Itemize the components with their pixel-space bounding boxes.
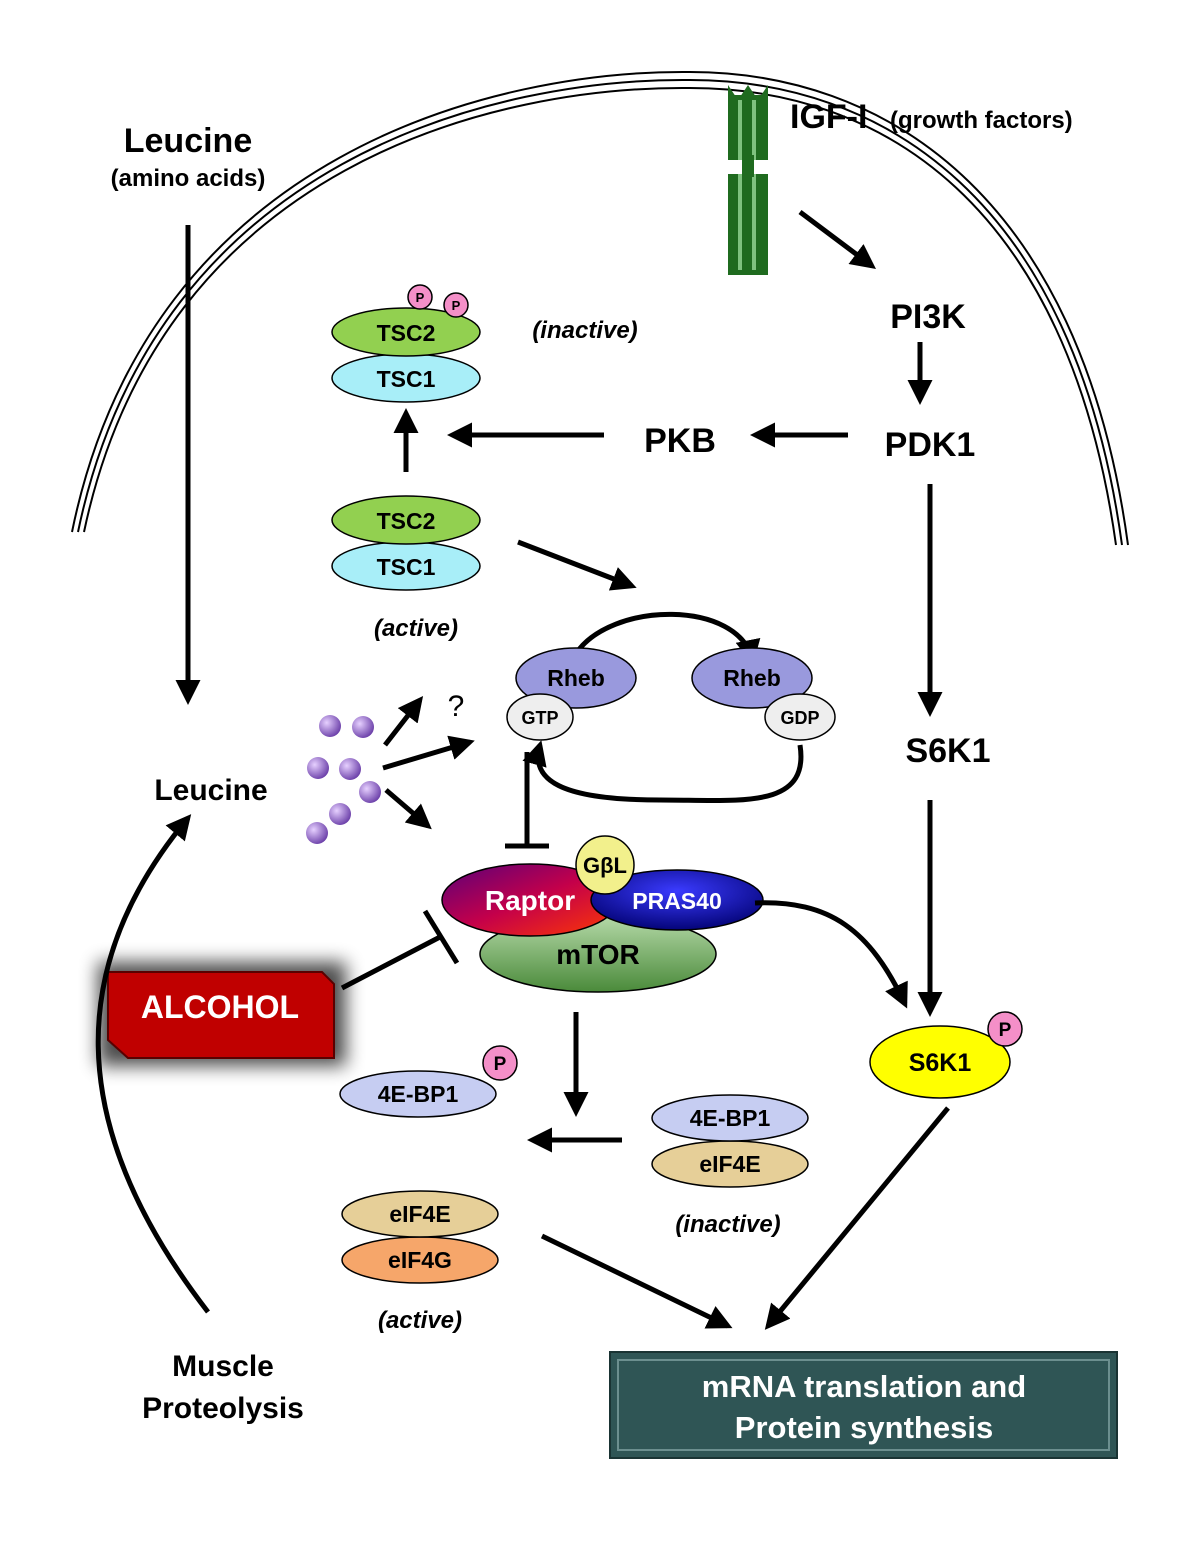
tsc2-active-text: TSC2 <box>377 508 436 534</box>
rheb-gtp-oval <box>515 647 637 709</box>
tsc2-inactive-text: TSC2 <box>377 320 436 346</box>
cell-membrane <box>71 70 1129 546</box>
inhibition-rheb-mtor <box>505 752 549 849</box>
leucine-ball <box>319 715 341 737</box>
gdp-text: GDP <box>780 708 819 728</box>
proteolysis-label: Proteolysis <box>142 1392 304 1425</box>
arrow-proteolysis-leucine <box>95 814 210 1314</box>
tsc2-inactive-oval <box>331 307 481 357</box>
leucine-ball <box>339 758 361 780</box>
arrow-eif-output <box>540 1233 733 1329</box>
gtp-text: GTP <box>521 708 558 728</box>
output-line1: mRNA translation and <box>702 1369 1026 1404</box>
leucine-mid-label: Leucine <box>154 774 267 807</box>
gbl-oval <box>575 835 635 895</box>
alcohol-text: ALCOHOL <box>141 989 299 1025</box>
leucine-molecules <box>306 715 381 844</box>
arrow-tsc-rheb <box>517 539 637 591</box>
s6k1-p-oval <box>869 1025 1011 1099</box>
growth-factors-label: (growth factors) <box>890 107 1073 134</box>
inhibition-alcohol-mtor <box>340 909 460 991</box>
pi3k-label: PI3K <box>890 298 966 336</box>
alcohol-box: ALCOHOL <box>98 962 346 1066</box>
output-box: mRNA translation and Protein synthesis <box>609 1351 1118 1459</box>
tsc-inactive-label: (inactive) <box>532 317 637 344</box>
leucine-ball <box>307 757 329 779</box>
leucine-ball <box>352 716 374 738</box>
phospho-tsc2-a <box>407 284 433 310</box>
phospho-s6k1-text: P <box>999 1020 1012 1041</box>
rheb-gdp-text: Rheb <box>723 665 781 691</box>
igf-receptor <box>728 85 768 275</box>
4ebp1-complex-text: 4E-BP1 <box>690 1105 771 1131</box>
gdp-oval <box>764 693 836 741</box>
phospho-tsc2-b-text: P <box>452 298 461 313</box>
phospho-tsc2-a-text: P <box>416 290 425 305</box>
leucine-ball <box>329 803 351 825</box>
eif4e-inactive-text: eIF4E <box>699 1151 760 1177</box>
s6k1-label: S6K1 <box>905 732 990 770</box>
eif4e-active-text: eIF4E <box>389 1201 450 1227</box>
tsc-active-label: (active) <box>374 615 458 642</box>
arrow-leucine-rheb <box>382 735 475 771</box>
mtor-text: mTOR <box>556 939 640 970</box>
eif-inactive-label: (inactive) <box>675 1211 780 1238</box>
pdk1-label: PDK1 <box>885 426 976 464</box>
rheb-gtp-text: Rheb <box>547 665 605 691</box>
eif4e-active-oval <box>341 1190 499 1238</box>
4ebp1-p-text: 4E-BP1 <box>378 1081 459 1107</box>
leucine-ball <box>306 822 328 844</box>
gtp-oval <box>506 693 574 741</box>
question-mark: ? <box>448 690 465 723</box>
pras40-text: PRAS40 <box>632 888 721 914</box>
pras40-oval <box>590 869 764 931</box>
leucine-ball <box>359 781 381 803</box>
arrow-leucine-mtor <box>384 788 432 830</box>
output-line2: Protein synthesis <box>735 1410 993 1445</box>
gbl-text: GβL <box>583 853 627 878</box>
rheb-cycle-bottom-arrow <box>522 740 804 804</box>
s6k1-p-text: S6K1 <box>909 1049 972 1077</box>
tsc1-active-text: TSC1 <box>377 554 436 580</box>
leucine-top-label: Leucine <box>124 122 252 160</box>
eif-active-label: (active) <box>378 1307 462 1334</box>
phospho-tsc2-b <box>443 292 469 318</box>
phospho-4ebp1-text: P <box>494 1054 507 1075</box>
raptor-text: Raptor <box>485 885 575 916</box>
rheb-cycle-top-arrow <box>572 611 761 665</box>
tsc1-inactive-text: TSC1 <box>377 366 436 392</box>
tsc2-active-oval <box>331 495 481 545</box>
arrow-igf-pi3k <box>798 210 876 269</box>
eif4g-active-text: eIF4G <box>388 1247 452 1273</box>
4ebp1-p-oval <box>339 1070 497 1118</box>
phospho-4ebp1 <box>482 1045 518 1081</box>
arrow-leucine-question <box>383 696 424 747</box>
amino-acids-label: (amino acids) <box>111 165 266 192</box>
igf-label: IGF-I <box>790 98 867 136</box>
muscle-label: Muscle <box>172 1350 274 1383</box>
arrow-s6k1-output <box>764 1106 950 1330</box>
phospho-s6k1 <box>987 1011 1023 1047</box>
4ebp1-complex-oval <box>651 1094 809 1142</box>
rheb-gdp-oval <box>691 647 813 709</box>
arrow-mtor-s6k1 <box>754 900 908 1009</box>
pkb-label: PKB <box>644 422 716 460</box>
